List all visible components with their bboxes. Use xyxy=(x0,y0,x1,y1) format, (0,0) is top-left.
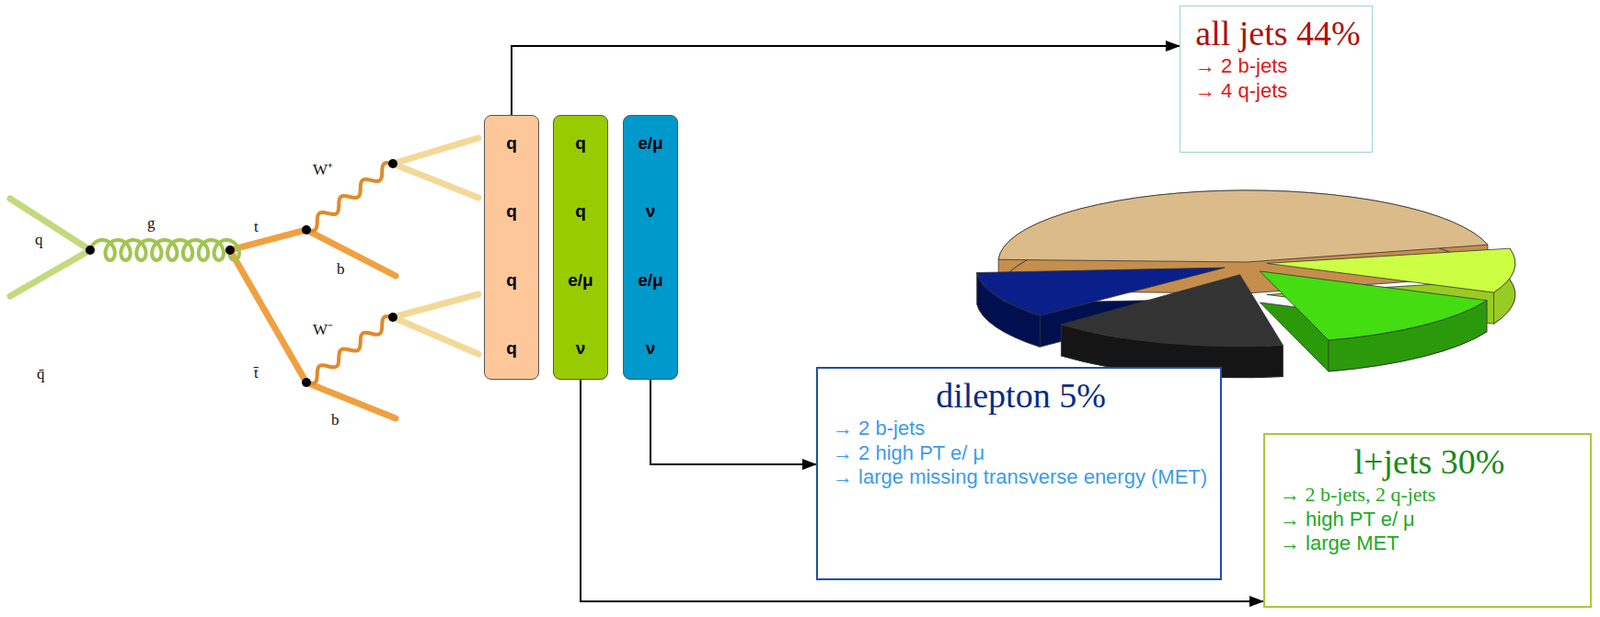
fermion-line xyxy=(306,230,396,277)
fermion-line xyxy=(392,138,479,164)
gluon-line xyxy=(90,240,240,261)
pie-slice xyxy=(998,190,1488,263)
pie-chart xyxy=(977,190,1516,379)
particle-label: b xyxy=(331,412,340,428)
fermion-line xyxy=(230,250,307,383)
channel-feature: → 2 high PT e/ μ xyxy=(832,441,1209,467)
particle-text: q xyxy=(575,134,587,154)
fermion-line xyxy=(392,317,479,355)
fermion-line xyxy=(10,198,91,251)
channel-title: dilepton 5% xyxy=(832,376,1209,417)
decay-column: q q e/μ ν xyxy=(552,115,609,380)
particle-label: W⁻ xyxy=(312,322,334,338)
channel-feature: → large MET xyxy=(1279,531,1579,557)
fermion-line xyxy=(10,250,91,297)
decay-arrow xyxy=(511,46,1180,116)
particle-text: q xyxy=(506,202,518,222)
particle-label: g xyxy=(147,215,156,231)
particle-text: q xyxy=(506,134,518,154)
channel-title: all jets 44% xyxy=(1195,13,1361,55)
feynman-diagram xyxy=(10,138,479,419)
vertex-dot xyxy=(388,159,398,169)
particle-label: W⁺ xyxy=(312,161,334,178)
fermion-line xyxy=(230,230,307,251)
particle-text: q xyxy=(506,339,518,359)
channel-box: l+jets 30%→ 2 b-jets, 2 q-jets→ high PT … xyxy=(1263,433,1592,609)
channel-feature: → 2 b-jets xyxy=(1195,54,1361,80)
channel-box: all jets 44%→ 2 b-jets→ 4 q-jets xyxy=(1179,5,1373,153)
particle-text: q xyxy=(506,271,518,291)
decay-arrow xyxy=(650,379,817,465)
particle-text: ν xyxy=(575,339,587,359)
particle-text: e/μ xyxy=(637,271,663,291)
particle-label: b xyxy=(336,261,346,277)
w-boson-line xyxy=(306,316,393,384)
vertex-dot xyxy=(85,245,95,255)
channel-feature: → high PT e/ μ xyxy=(1279,507,1579,533)
fermion-line xyxy=(306,382,396,419)
particle-text: e/μ xyxy=(567,271,593,291)
particle-text: e/μ xyxy=(637,134,663,154)
vertex-dot xyxy=(301,225,311,235)
particle-label: t̄ xyxy=(253,365,259,381)
fermion-line xyxy=(392,294,479,318)
channel-feature: → large missing transverse energy (MET) xyxy=(832,465,1209,491)
channel-feature: → 2 b-jets xyxy=(832,416,1209,442)
particle-text: ν xyxy=(645,339,657,359)
particle-text: q xyxy=(575,202,587,222)
pie-slice xyxy=(1259,271,1487,341)
vertex-dot xyxy=(388,312,398,323)
particle-label: q̄ xyxy=(36,366,46,382)
particle-label: t xyxy=(253,218,259,235)
pie-slice xyxy=(1060,275,1283,347)
channel-feature: → 4 q-jets xyxy=(1195,79,1361,104)
vertex-dot xyxy=(225,245,235,255)
decay-column: q q q q xyxy=(483,115,540,380)
channel-feature: → 2 b-jets, 2 q-jets xyxy=(1279,483,1579,508)
channel-title: l+jets 30% xyxy=(1279,442,1579,484)
particle-label: q xyxy=(34,231,44,248)
channel-box: dilepton 5%→ 2 b-jets→ 2 high PT e/ μ→ l… xyxy=(816,367,1222,581)
vertex-dot xyxy=(301,378,311,388)
decay-column: e/μ ν e/μ ν xyxy=(622,115,679,380)
fermion-line xyxy=(392,163,479,198)
particle-text: ν xyxy=(645,202,657,222)
